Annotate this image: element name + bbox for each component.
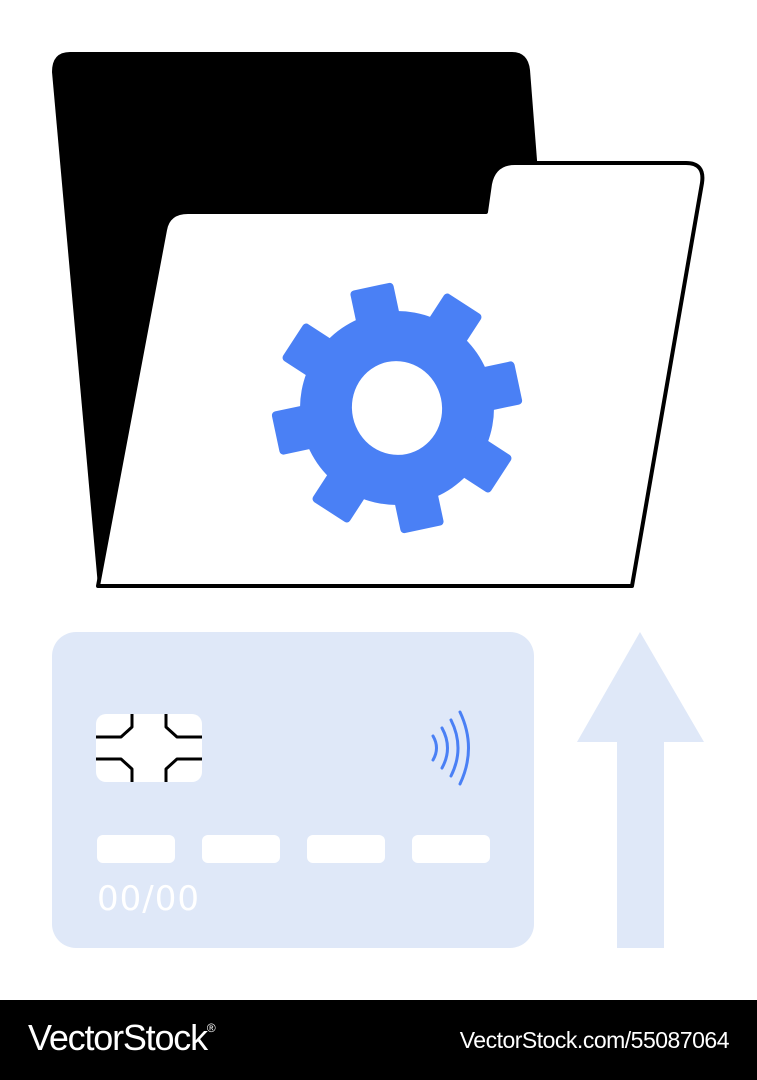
- card-number-placeholders: [97, 835, 490, 863]
- card-number-group: [97, 835, 175, 863]
- gear-hole: [351, 361, 443, 455]
- vectorstock-logo: VectorStock®: [28, 1020, 216, 1056]
- gear-icon: [271, 282, 523, 534]
- card-number-group: [202, 835, 280, 863]
- illustration: [52, 52, 705, 948]
- card-number-group: [307, 835, 385, 863]
- brand-name: VectorStock: [28, 1017, 208, 1058]
- contactless-icon: [431, 710, 470, 786]
- card-body: [52, 632, 534, 948]
- card-number-group: [412, 835, 490, 863]
- chip-icon: [96, 714, 202, 782]
- registered-mark: ®: [206, 1021, 216, 1035]
- image-id: VectorStock.com/55087064: [459, 1027, 730, 1053]
- arrow-up-icon: [577, 632, 704, 948]
- watermark-footer: VectorStock® VectorStock.com/55087064: [0, 1000, 757, 1080]
- card-expiry-date: 00/00: [97, 879, 200, 919]
- credit-card: [52, 632, 534, 948]
